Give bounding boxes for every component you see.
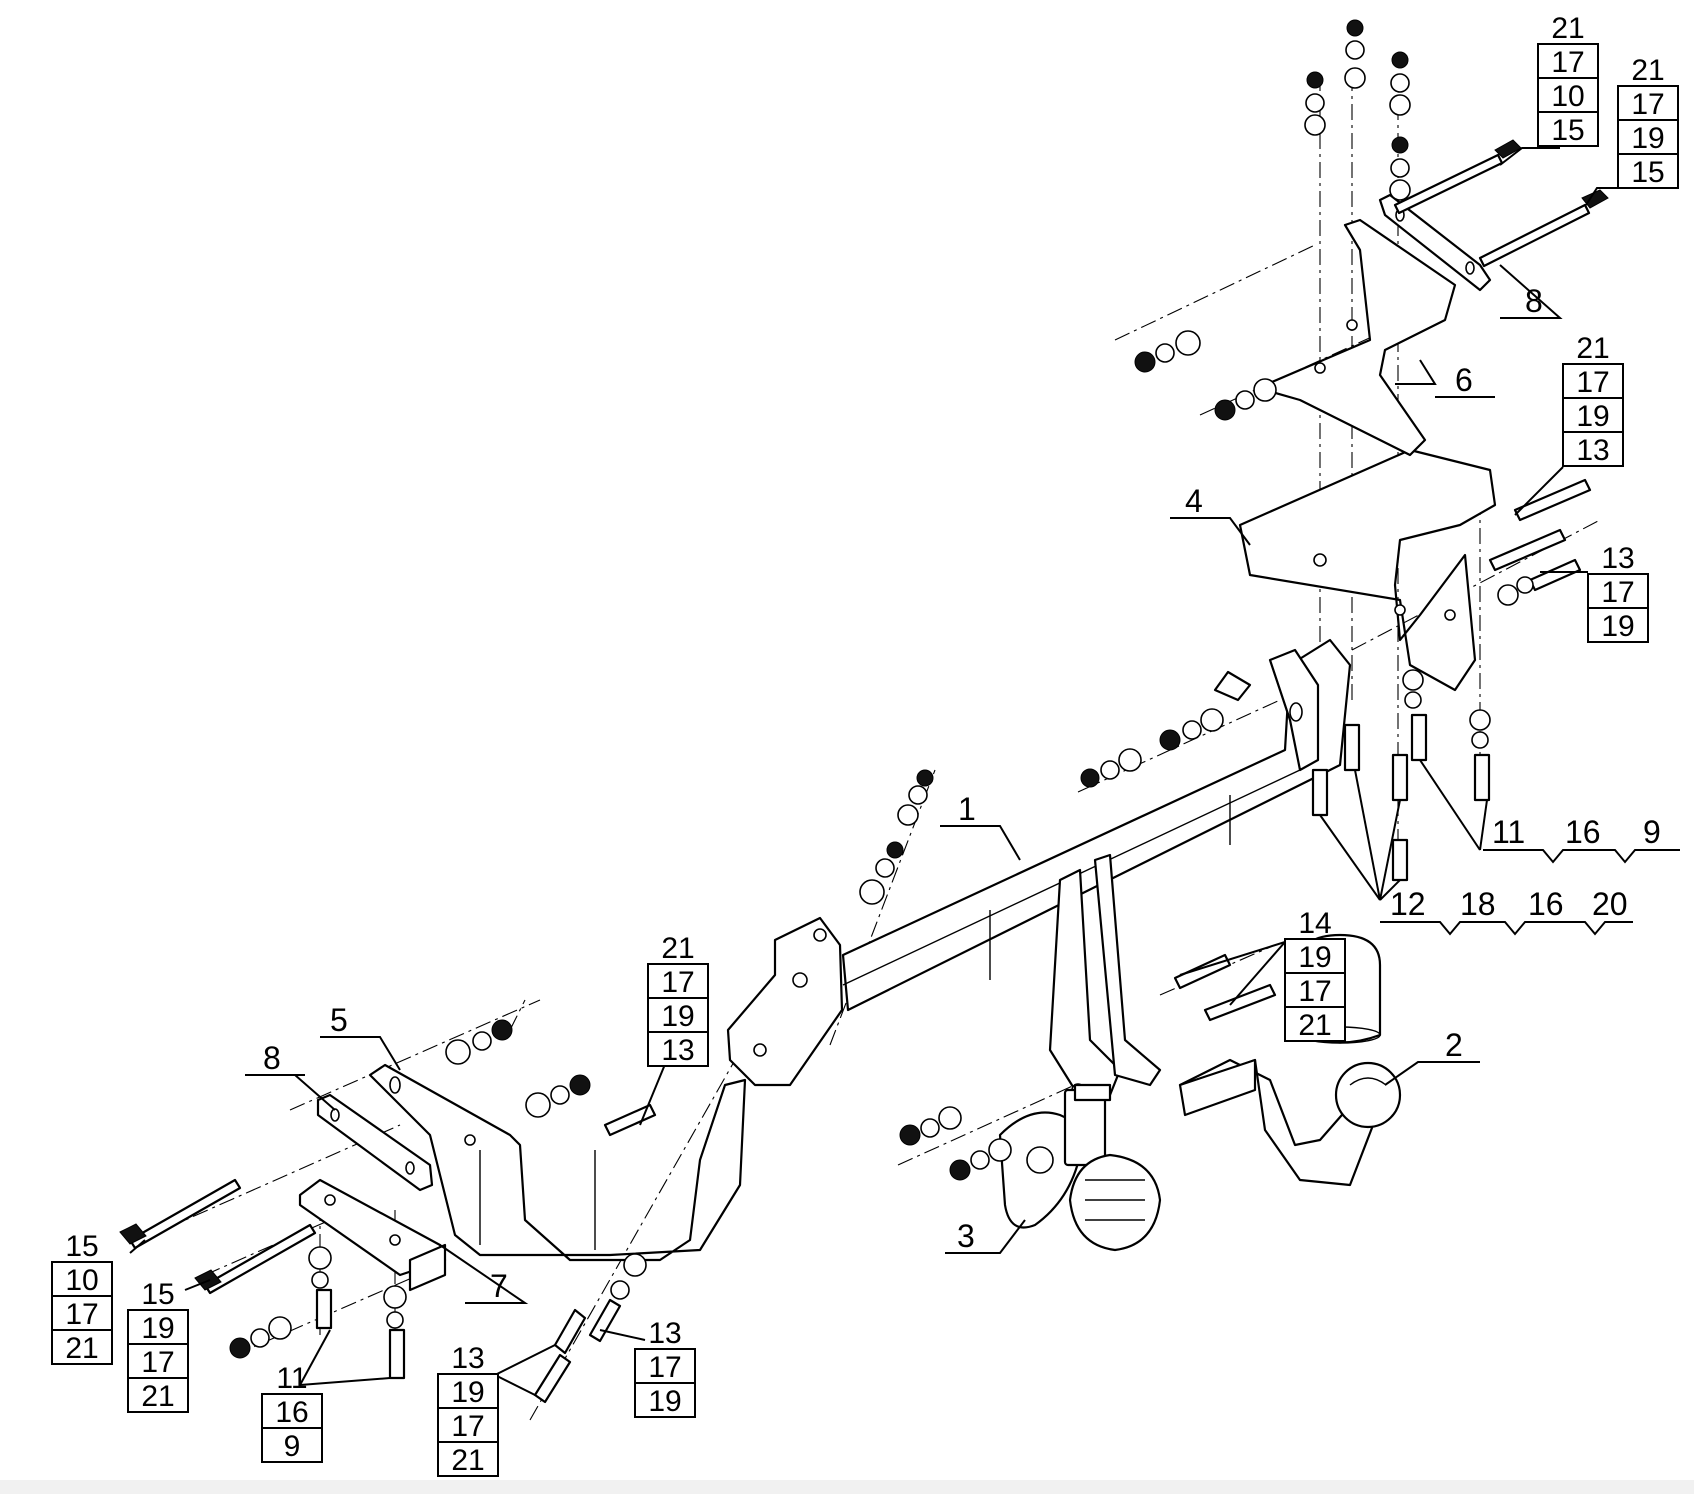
right-bracket-upper <box>1263 218 1457 457</box>
svg-text:17: 17 <box>65 1298 98 1331</box>
stack-left-1: 21 17 19 13 <box>647 932 709 1067</box>
stack-bottom-center-1: 13 19 17 21 <box>437 1342 499 1477</box>
svg-text:13: 13 <box>661 1034 694 1067</box>
svg-text:15: 15 <box>1551 114 1584 147</box>
svg-text:17: 17 <box>648 1351 681 1384</box>
callout-3: 3 <box>957 1218 975 1254</box>
svg-text:21: 21 <box>65 1332 98 1365</box>
svg-text:19: 19 <box>451 1376 484 1409</box>
callout-labels: 1 2 3 4 5 6 7 8 8 <box>245 283 1560 1304</box>
svg-text:10: 10 <box>65 1264 98 1297</box>
svg-text:17: 17 <box>1631 88 1664 121</box>
callout-1: 1 <box>958 791 976 827</box>
svg-text:17: 17 <box>141 1346 174 1379</box>
svg-text:19: 19 <box>1631 122 1664 155</box>
svg-text:21: 21 <box>451 1444 484 1477</box>
svg-text:9: 9 <box>284 1430 301 1463</box>
left-lower-bracket <box>298 1178 447 1292</box>
right-bracket-lower <box>1238 448 1497 692</box>
label-row-12-18-16-20: 12 18 16 20 <box>1380 886 1633 936</box>
stack-bottom-center-2: 13 17 19 <box>634 1317 696 1418</box>
svg-text:21: 21 <box>1551 12 1584 45</box>
svg-text:19: 19 <box>141 1312 174 1345</box>
svg-text:19: 19 <box>1576 400 1609 433</box>
stack-middle: 14 19 17 21 <box>1284 907 1346 1042</box>
bolts <box>119 139 1609 1404</box>
svg-text:17: 17 <box>1298 975 1331 1008</box>
svg-text:21: 21 <box>1631 54 1664 87</box>
svg-text:16: 16 <box>275 1396 308 1429</box>
svg-text:14: 14 <box>1298 907 1331 940</box>
callout-2: 2 <box>1445 1027 1463 1063</box>
svg-text:18: 18 <box>1460 886 1496 922</box>
electrical-socket <box>1068 1153 1162 1252</box>
callout-7: 7 <box>490 1268 508 1304</box>
stack-right-1: 21 17 19 13 <box>1562 332 1624 467</box>
label-row-11-16-9: 11 16 9 <box>1483 814 1680 864</box>
svg-text:17: 17 <box>1551 46 1584 79</box>
stack-bottom-left-1: 15 10 17 21 <box>51 1230 113 1365</box>
svg-text:17: 17 <box>661 966 694 999</box>
svg-text:16: 16 <box>1565 814 1601 850</box>
stack-top-right-1: 21 17 10 15 <box>1537 12 1599 147</box>
callout-5: 5 <box>330 1002 348 1038</box>
svg-text:13: 13 <box>648 1317 681 1350</box>
stack-top-right-2: 21 17 19 15 <box>1617 54 1679 189</box>
svg-text:10: 10 <box>1551 80 1584 113</box>
main-crossbeam <box>726 638 1352 1087</box>
svg-text:21: 21 <box>141 1380 174 1413</box>
svg-text:17: 17 <box>1576 366 1609 399</box>
ball-neck <box>1048 853 1402 1187</box>
part-number-stacks: 21 17 10 15 21 17 19 15 21 17 19 13 13 1… <box>51 12 1679 1477</box>
bottom-strip <box>0 1480 1694 1494</box>
nuts-and-washers <box>229 19 1534 1359</box>
spacer-plate-left <box>316 1093 434 1192</box>
svg-text:11: 11 <box>276 1362 307 1395</box>
svg-text:19: 19 <box>648 1385 681 1418</box>
svg-text:15: 15 <box>141 1278 174 1311</box>
stack-bottom-left-3: 11 16 9 <box>261 1362 323 1463</box>
left-bracket <box>368 1063 747 1262</box>
stack-right-2: 13 17 19 <box>1587 542 1649 643</box>
callout-6: 6 <box>1455 362 1473 398</box>
svg-text:21: 21 <box>1298 1009 1331 1042</box>
svg-text:9: 9 <box>1643 814 1661 850</box>
svg-text:19: 19 <box>1601 610 1634 643</box>
svg-text:21: 21 <box>1576 332 1609 365</box>
stack-bottom-left-2: 15 19 17 21 <box>127 1278 189 1413</box>
svg-text:12: 12 <box>1390 886 1426 922</box>
callout-8-left: 8 <box>263 1040 281 1076</box>
socket-plate <box>998 1083 1112 1229</box>
svg-text:13: 13 <box>1601 542 1634 575</box>
svg-text:17: 17 <box>1601 576 1634 609</box>
callout-8-right: 8 <box>1525 283 1543 319</box>
svg-text:21: 21 <box>661 932 694 965</box>
svg-text:20: 20 <box>1592 886 1628 922</box>
svg-text:15: 15 <box>65 1230 98 1263</box>
svg-text:19: 19 <box>661 1000 694 1033</box>
svg-text:13: 13 <box>451 1342 484 1375</box>
svg-text:11: 11 <box>1492 814 1525 850</box>
svg-text:13: 13 <box>1576 434 1609 467</box>
callout-4: 4 <box>1185 483 1203 519</box>
svg-text:15: 15 <box>1631 156 1664 189</box>
svg-text:16: 16 <box>1528 886 1564 922</box>
svg-text:17: 17 <box>451 1410 484 1443</box>
svg-text:19: 19 <box>1298 941 1331 974</box>
